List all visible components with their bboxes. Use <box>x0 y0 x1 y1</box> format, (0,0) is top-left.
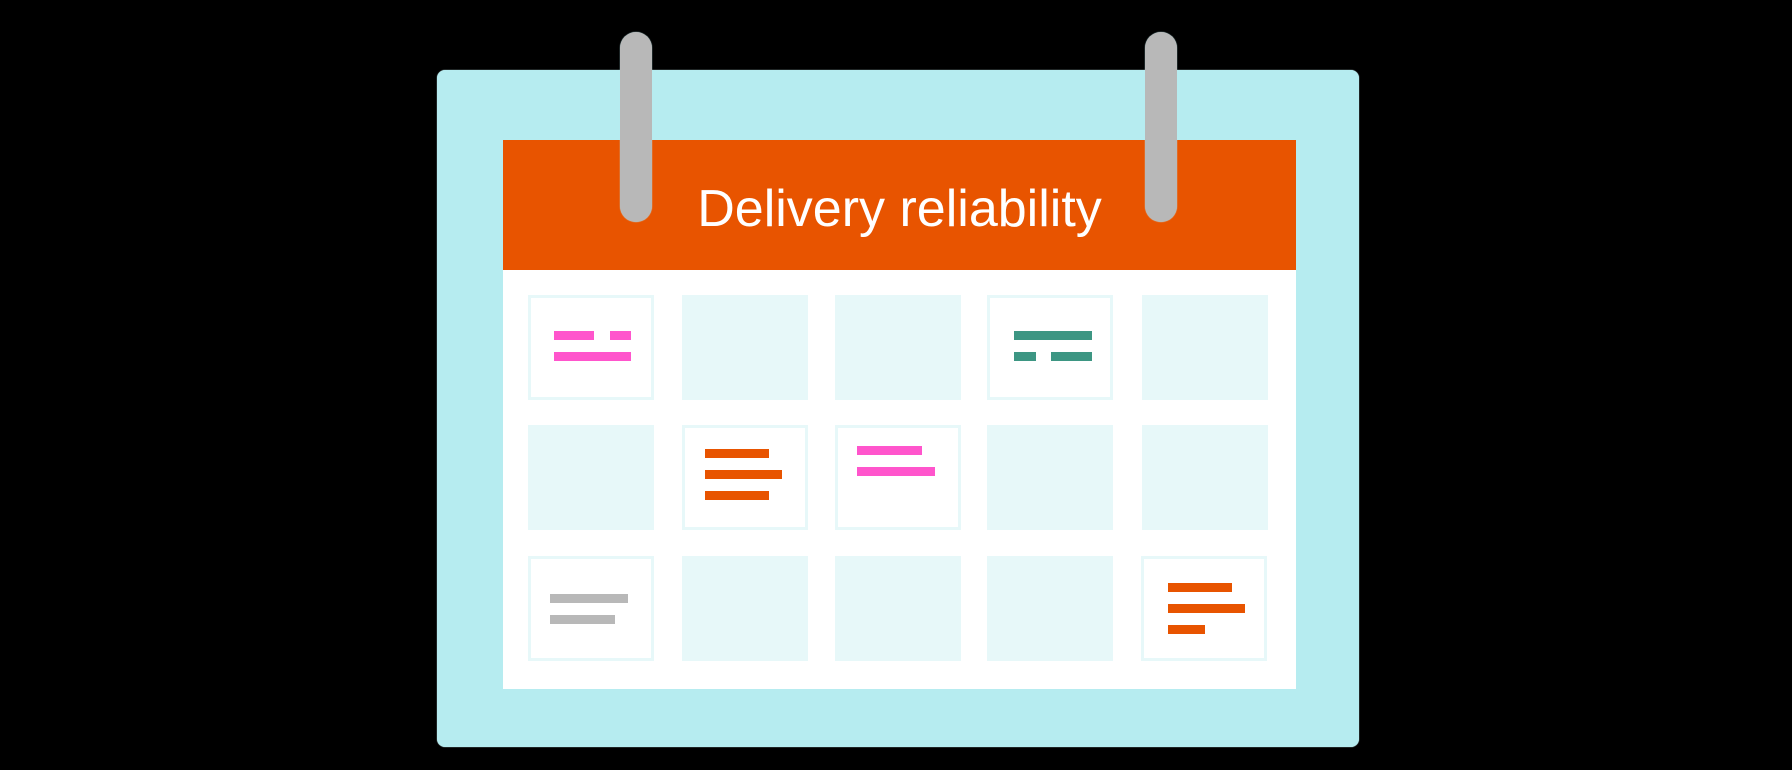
calendar-cell-r1c1 <box>528 295 654 400</box>
event-line-icon <box>1014 331 1092 340</box>
calendar-cell-r3c1 <box>528 556 654 661</box>
event-line-icon <box>610 331 631 340</box>
event-line-icon <box>1168 625 1205 634</box>
event-line-icon <box>705 449 769 458</box>
event-line-icon <box>1014 352 1036 361</box>
calendar-cell-r3c5 <box>1141 556 1267 661</box>
event-line-icon <box>857 446 922 455</box>
event-line-icon <box>550 594 628 603</box>
event-line-icon <box>554 352 631 361</box>
calendar-cell-r1c4 <box>987 295 1113 400</box>
calendar-cell-r2c3 <box>835 425 961 530</box>
event-line-icon <box>705 470 782 479</box>
calendar-cell-r1c5 <box>1142 295 1268 400</box>
calendar-cell-r1c2 <box>682 295 808 400</box>
event-line-icon <box>705 491 769 500</box>
calendar-cell-r2c4 <box>987 425 1113 530</box>
event-line-icon <box>857 467 935 476</box>
calendar-cell-r3c3 <box>835 556 961 661</box>
calendar-cell-r2c2 <box>682 425 808 530</box>
calendar-title: Delivery reliability <box>697 180 1102 238</box>
calendar-cell-r2c5 <box>1142 425 1268 530</box>
calendar-cell-r3c4 <box>987 556 1113 661</box>
event-line-icon <box>1168 604 1245 613</box>
calendar-cell-r3c2 <box>682 556 808 661</box>
calendar-cell-r2c1 <box>528 425 654 530</box>
binder-ring-right-icon <box>1145 32 1177 222</box>
event-line-icon <box>1168 583 1232 592</box>
event-line-icon <box>554 331 594 340</box>
binder-ring-left-icon <box>620 32 652 222</box>
calendar-cell-r1c3 <box>835 295 961 400</box>
event-line-icon <box>550 615 615 624</box>
event-line-icon <box>1051 352 1092 361</box>
